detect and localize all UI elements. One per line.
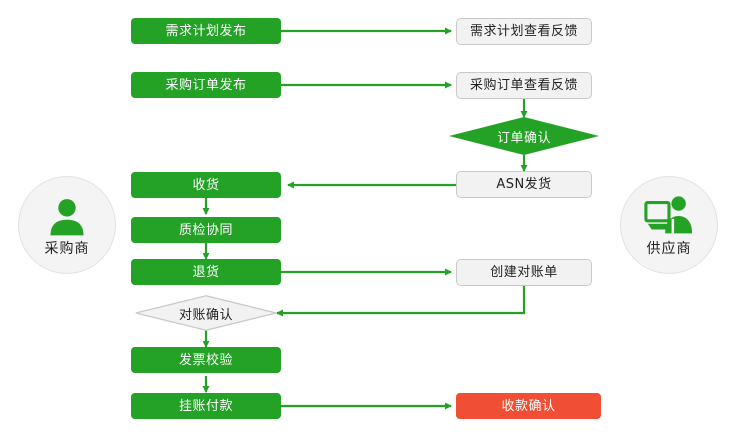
node-reconciliation-confirm-label: 对账确认 [178, 307, 233, 323]
node-invoice-verification[interactable]: 发票校验 [131, 347, 281, 373]
node-receive-goods[interactable]: 收货 [131, 172, 281, 198]
node-demand-plan-view-feedback[interactable]: 需求计划查看反馈 [456, 18, 592, 45]
node-payment-receipt-confirm[interactable]: 收款确认 [456, 393, 601, 419]
actor-buyer-label: 采购商 [44, 241, 90, 257]
edge-n10-n11 [276, 286, 526, 317]
node-order-confirm[interactable]: 订单确认 [449, 117, 599, 155]
node-return-goods[interactable]: 退货 [131, 259, 281, 285]
diamond-shape-green [449, 117, 599, 155]
node-create-reconciliation-bill[interactable]: 创建对账单 [456, 259, 592, 286]
person-at-computer-icon [644, 196, 693, 234]
actor-supplier-label: 供应商 [646, 241, 692, 257]
node-purchase-order-publish[interactable]: 采购订单发布 [131, 72, 281, 98]
diamond-shape-gray [135, 295, 277, 331]
actor-supplier[interactable]: 供应商 [620, 176, 718, 274]
node-purchase-order-view-feedback[interactable]: 采购订单查看反馈 [456, 72, 592, 99]
node-asn-shipment[interactable]: ASN发货 [456, 171, 592, 198]
node-order-confirm-label: 订单确认 [496, 130, 551, 146]
node-accrual-payment[interactable]: 挂账付款 [131, 393, 281, 419]
actor-buyer[interactable]: 采购商 [18, 176, 116, 274]
node-demand-plan-publish[interactable]: 需求计划发布 [131, 18, 281, 44]
person-icon [50, 199, 84, 236]
node-reconciliation-confirm[interactable]: 对账确认 [135, 295, 277, 331]
node-quality-inspection-collab[interactable]: 质检协同 [131, 217, 281, 243]
